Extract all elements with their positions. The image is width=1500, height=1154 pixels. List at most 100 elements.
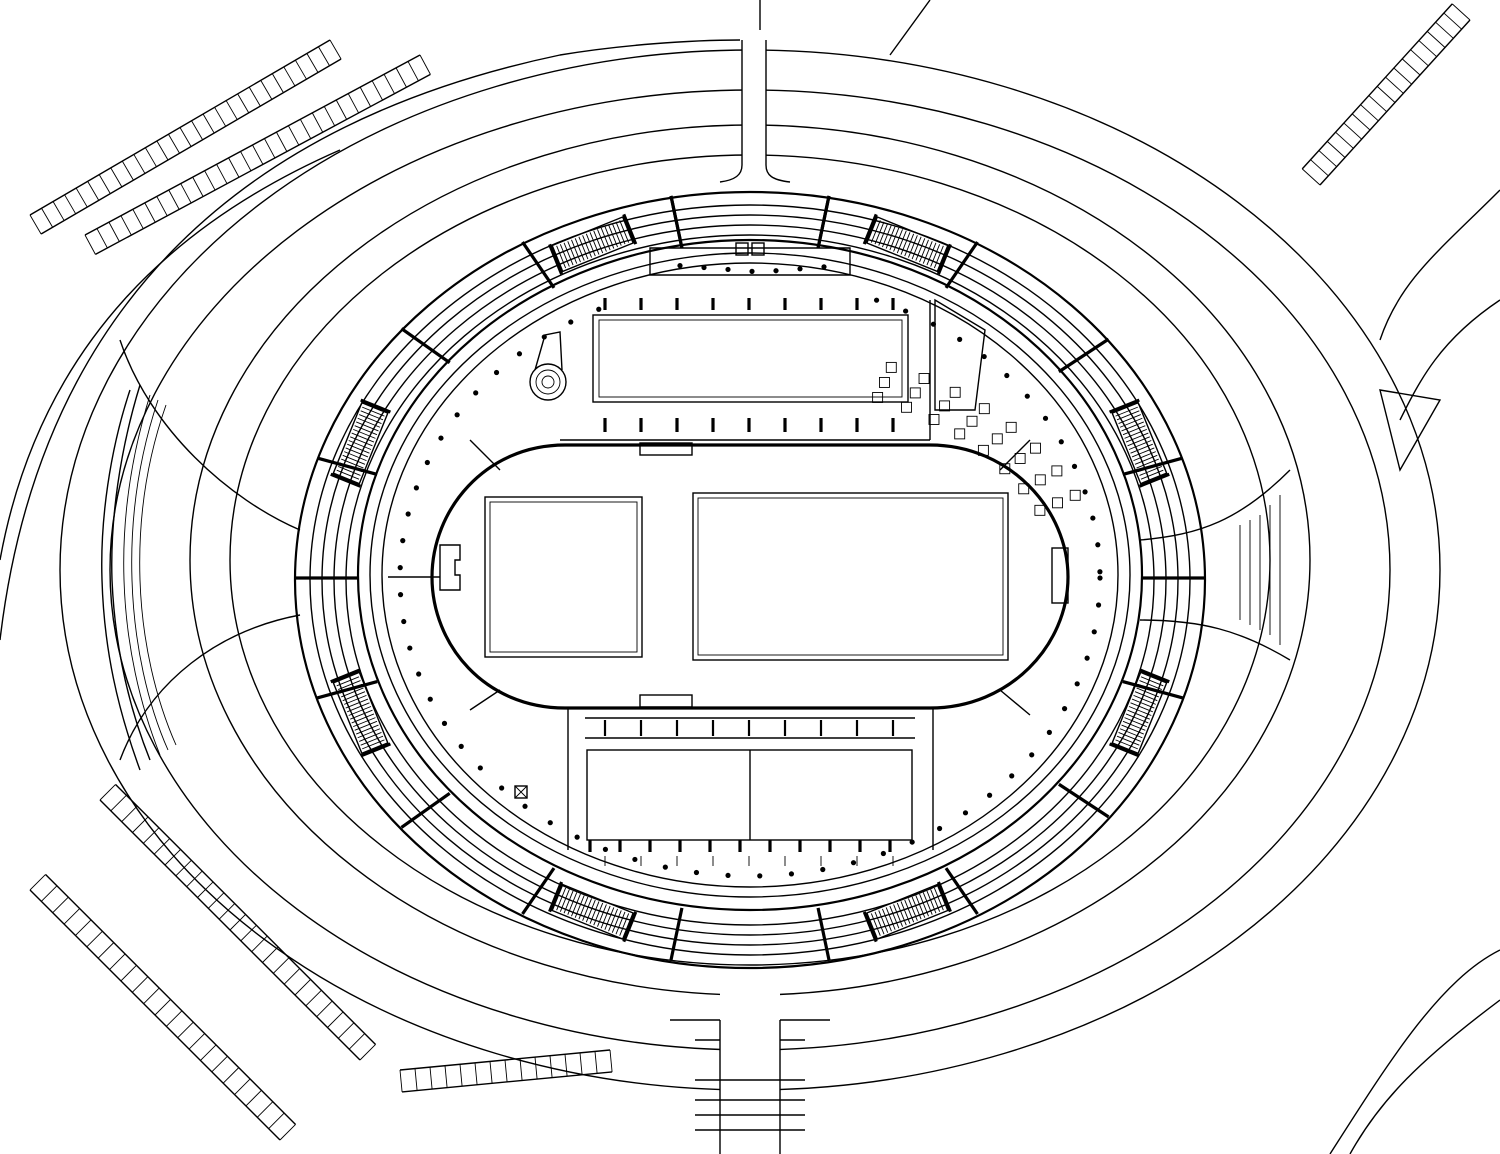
parking-stall xyxy=(1301,168,1321,186)
stair-tread xyxy=(911,896,922,920)
stair-tread xyxy=(915,895,926,918)
parking-stall xyxy=(234,1078,251,1095)
stair-tread xyxy=(600,227,611,251)
parking-stall xyxy=(1318,150,1337,167)
stair-edge xyxy=(1108,398,1140,414)
stair-tread xyxy=(1125,432,1149,443)
parking-stall xyxy=(29,214,42,235)
stair-tread xyxy=(1128,440,1152,450)
east-seating-block xyxy=(872,298,1081,516)
column-dot xyxy=(1097,569,1103,575)
parking-stall xyxy=(260,80,273,100)
parking-stall xyxy=(240,924,257,942)
stair-edge xyxy=(936,243,952,275)
stair-tread xyxy=(611,223,622,246)
stair-tread xyxy=(339,683,363,694)
parking-stall xyxy=(186,870,203,887)
column-dot xyxy=(473,390,479,396)
stair-tread xyxy=(356,724,379,735)
column-dot xyxy=(1095,602,1102,608)
radial-wall xyxy=(521,867,556,915)
parking-stall xyxy=(407,61,419,82)
stair-tread xyxy=(589,232,600,255)
east-plaza xyxy=(1139,389,1442,661)
column-dot xyxy=(820,866,826,873)
stair-tread xyxy=(336,676,360,687)
parking-stall xyxy=(166,1010,183,1027)
parking-stall xyxy=(211,1055,228,1073)
column-dot xyxy=(749,268,755,274)
parking-stall xyxy=(294,979,311,996)
stair-block xyxy=(548,213,638,275)
stair-tread xyxy=(870,913,881,936)
east-seat xyxy=(1014,452,1026,464)
stair-tread xyxy=(878,910,889,933)
parking-stall xyxy=(579,1052,583,1075)
stair-tread xyxy=(338,680,361,690)
stair-tread xyxy=(1131,698,1155,709)
stair-tread xyxy=(1116,410,1140,421)
radial-wall xyxy=(400,792,451,829)
parking-stall xyxy=(306,53,319,73)
stair-edge xyxy=(548,881,564,913)
stair-tread xyxy=(1122,720,1146,731)
radial-wall xyxy=(1058,782,1110,819)
stair-outline xyxy=(865,883,949,940)
stair-tread xyxy=(889,905,900,929)
parking-stall xyxy=(188,1033,205,1050)
parking-stall xyxy=(228,157,240,178)
column-dot xyxy=(797,266,803,272)
stair-edge xyxy=(1108,742,1140,758)
column-dot xyxy=(701,264,707,271)
stair-tread xyxy=(348,706,372,716)
parking-stall xyxy=(273,957,290,974)
east-seat xyxy=(1018,483,1030,495)
stair-tread xyxy=(900,232,911,255)
column-dot xyxy=(909,839,915,845)
radial-wall xyxy=(944,241,979,289)
parking-stall xyxy=(143,827,160,844)
parking-stall xyxy=(359,86,371,107)
stair-tread xyxy=(1133,451,1156,462)
parking-stall xyxy=(109,953,126,970)
parking-stall xyxy=(218,903,236,920)
stair-outline xyxy=(1111,401,1168,485)
parking-stall xyxy=(299,119,312,139)
parking-stall xyxy=(75,919,92,936)
stair-tread xyxy=(1130,443,1153,454)
parking-stall xyxy=(131,976,149,993)
parking-stall xyxy=(305,989,322,1007)
parking-stall xyxy=(202,113,215,134)
parking-stall xyxy=(1410,49,1429,67)
column-dot xyxy=(413,485,419,491)
stair-tread xyxy=(1121,421,1144,432)
stair-tread xyxy=(350,436,373,447)
column-dots xyxy=(397,263,1103,879)
stair-tread xyxy=(1127,436,1150,447)
stair-tread xyxy=(362,739,385,750)
stair-tread xyxy=(1118,732,1141,742)
south-ticks xyxy=(588,720,895,866)
parking-stall xyxy=(64,194,77,215)
stair-edge xyxy=(622,911,638,943)
east-seat xyxy=(991,433,1003,445)
stair-tread xyxy=(926,242,937,266)
stair-tread xyxy=(357,417,381,428)
column-dot xyxy=(477,765,483,771)
stair-block xyxy=(548,881,638,943)
stair-tread xyxy=(882,224,892,248)
parking-stall xyxy=(283,968,301,985)
parking-stall xyxy=(98,174,111,194)
stair-outline xyxy=(1111,671,1168,755)
stair-tread xyxy=(556,245,567,269)
column-dot xyxy=(1042,415,1049,421)
column-dot xyxy=(397,592,404,598)
parking-stall xyxy=(549,1055,553,1078)
column-dot xyxy=(1046,729,1052,735)
stair-tread xyxy=(911,236,922,260)
parking-stall xyxy=(144,202,156,223)
stair-tread xyxy=(360,735,384,746)
parking-stall xyxy=(143,987,160,1004)
stadium-bowl xyxy=(293,190,1207,970)
parking-stall xyxy=(279,1124,296,1141)
